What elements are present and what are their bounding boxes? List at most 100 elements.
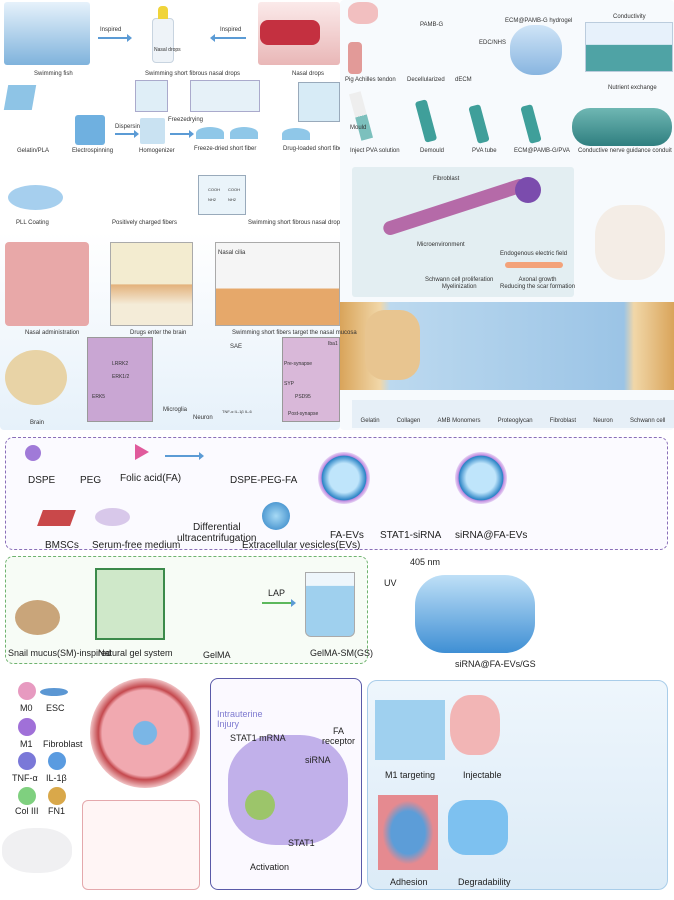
label-gelma-sm: GelMA-SM(GS)	[310, 648, 373, 658]
scar-line: Reducing the scar formation	[500, 283, 576, 290]
differential-line: Differential	[192, 522, 241, 533]
arrow-icon	[214, 37, 246, 39]
label-nasal-drops: Nasal drops	[292, 71, 325, 77]
ev-icon	[262, 502, 290, 530]
label-target-mucosa: Swimming short fibers target the nasal m…	[232, 330, 357, 336]
label-inject-pva: Inject PVA solution	[350, 148, 400, 154]
label-homogenizer: Homogenizer	[139, 148, 175, 154]
crosslink-inset	[190, 80, 260, 112]
arrow-icon	[115, 130, 139, 138]
legend-schwann: Schwann cell	[629, 418, 666, 424]
person-figure	[260, 20, 320, 45]
label-pamb-g: PAMB-G	[420, 22, 444, 28]
label-syp: SYP	[284, 381, 295, 387]
myelin-sheath	[515, 177, 541, 203]
label-decellularized: Decellularized	[407, 77, 445, 83]
nerve-conduit-panel: PAMB-G Pig Achilles tendon Decellularize…	[340, 0, 674, 430]
label-nutrient: Nutrient exchange	[608, 85, 657, 91]
label-microglia: Microglia	[163, 407, 188, 413]
label-erk5: ERK5	[92, 394, 106, 400]
label-product: siRNA@FA-EVs/GS	[455, 659, 536, 669]
hydrogel-image	[510, 25, 562, 75]
label-post-synapse: Post-synapse	[288, 411, 319, 417]
legend-fibroblast: Fibroblast	[549, 418, 577, 424]
label-hydrogel: ECM@PAMB-G hydrogel	[505, 18, 573, 24]
legend-fibroblast: Fibroblast	[43, 739, 83, 749]
label-decm: dECM	[455, 77, 472, 83]
tube-image	[414, 99, 438, 143]
label-erk12: ERK1/2	[112, 374, 130, 380]
label-sae: SAE	[230, 344, 243, 350]
intrauterine-line: Intrauterine	[217, 709, 263, 719]
label-demould: Demould	[420, 148, 445, 154]
label-inspired-right: Inspired	[220, 27, 242, 33]
electrospun-mat	[75, 115, 105, 145]
label-evs: Extracellular vesicles(EVs)	[242, 540, 361, 551]
label-stat1: STAT1	[288, 838, 315, 848]
rat-image	[595, 205, 665, 280]
label-pll-coating: PLL Coating	[16, 220, 49, 226]
label-dspe-peg-fa: DSPE-PEG-FA	[230, 475, 298, 486]
legend-tnf: TNF-α	[12, 773, 38, 783]
myelinization-line: Myelinization	[441, 283, 477, 290]
macrophage-cell	[228, 735, 348, 845]
label-positively-charged: Positively charged fibers	[112, 220, 178, 226]
label-wavelength: 405 nm	[410, 557, 441, 567]
label-degradability: Degradability	[458, 877, 511, 887]
col3-icon	[18, 787, 36, 805]
label-nh2: NH2	[228, 197, 237, 202]
bottle-label: Nasal drops	[154, 47, 181, 53]
label-nh2: NH2	[208, 197, 217, 202]
label-dispersing: Dispersing	[115, 124, 144, 130]
label-sirna-fa-evs: siRNA@FA-EVs	[455, 530, 528, 541]
label-freeze-dried: Freeze-dried short fiber	[194, 146, 257, 152]
label-electric-field: Endogenous electric field	[500, 251, 568, 257]
dspe-icon	[25, 445, 41, 461]
label-microenvironment: Microenvironment	[417, 242, 465, 248]
label-edc-nhs: EDC/NHS	[479, 40, 507, 46]
label-stat1-mrna: STAT1 mRNA	[230, 733, 286, 743]
legend-esc: ESC	[46, 703, 65, 713]
arrow-icon	[98, 34, 132, 42]
legend-row: Gelatin Collagen AMB Monomers Proteoglyc…	[352, 418, 674, 425]
label-freezedrying: Freezedrying	[168, 117, 204, 123]
ultracentrifugation-line: ultracentrifugation	[177, 533, 257, 544]
homogenizer-image	[140, 118, 165, 144]
tnf-icon	[18, 752, 36, 770]
fiber-inset	[135, 80, 168, 112]
charge-inset	[198, 175, 246, 215]
label-sirna: siRNA	[305, 755, 331, 765]
uterus-injection-box	[82, 800, 200, 890]
beaker-image	[305, 572, 355, 637]
legend-il1b: IL-1β	[46, 773, 67, 783]
label-peg: PEG	[80, 475, 102, 486]
il1b-icon	[48, 752, 66, 770]
conduit-image	[572, 108, 672, 146]
fa-ev-icon	[318, 452, 370, 504]
label-activation: Activation	[250, 862, 290, 872]
mucosa-image	[215, 242, 340, 326]
label-psd95: PSD95	[295, 394, 311, 400]
label-lap: LAP	[268, 588, 286, 598]
label-mould: Mould	[350, 125, 367, 131]
receptor-line: receptor	[322, 735, 356, 746]
label-gelatin-pla: Gelatin/PLA	[17, 148, 50, 154]
nucleus	[245, 790, 275, 820]
label-bmscs: BMSCs	[45, 540, 79, 551]
legend-bar	[352, 400, 674, 428]
label-stat1-sirna: STAT1-siRNA	[380, 530, 442, 541]
legend-m1: M1	[20, 739, 33, 749]
label-inspired-left: Inspired	[100, 27, 122, 33]
sirna-fa-ev-icon	[455, 452, 507, 504]
label-brain: Brain	[30, 420, 45, 426]
bottle-cap	[158, 6, 168, 19]
label-snail: Snail mucus(SM)-inspired	[8, 648, 112, 658]
label-swimming-drops: Swimming short fibrous nasal drops	[145, 71, 241, 77]
label-cooh: COOH	[228, 187, 240, 192]
uterus-image	[450, 695, 500, 755]
